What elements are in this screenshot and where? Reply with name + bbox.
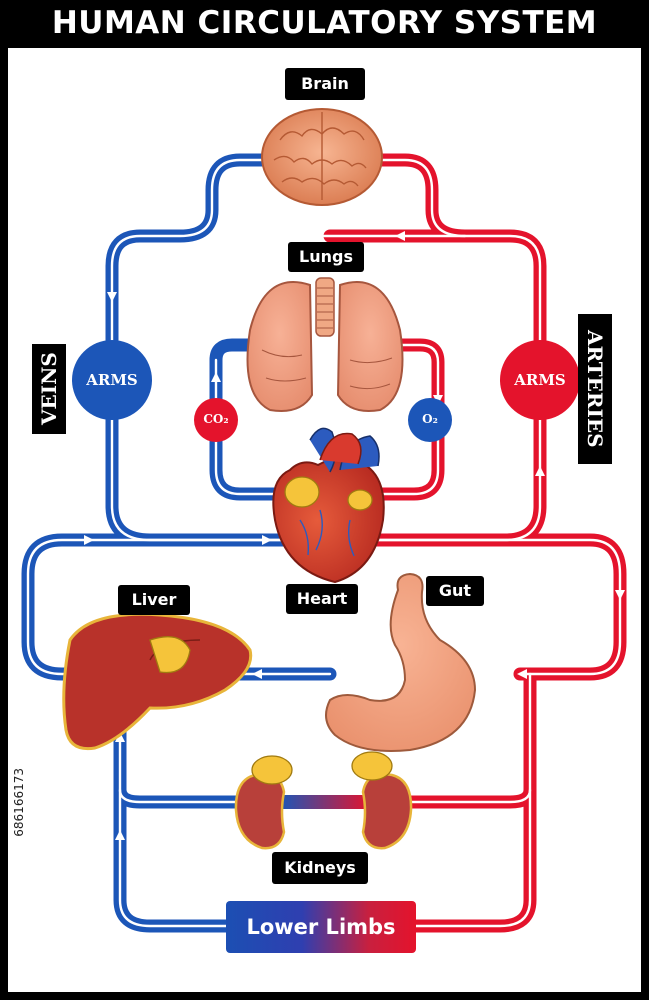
arrow-icon	[211, 372, 221, 382]
liver-label: Liver	[118, 585, 190, 615]
brain-illustration	[261, 108, 383, 206]
vein-lower-limbs	[113, 783, 233, 933]
gut-label: Gut	[426, 576, 484, 606]
arrow-icon	[517, 669, 527, 679]
arms-right-circle	[500, 340, 580, 420]
gut-illustration	[325, 572, 477, 752]
heart-illustration	[272, 427, 385, 584]
lungs-illustration	[246, 277, 404, 412]
lungs-label: Lungs	[288, 242, 364, 272]
o2-circle	[408, 398, 452, 442]
watermark-id: 686166173	[12, 768, 26, 837]
arrow-icon	[252, 669, 262, 679]
arms-right-text: ARMS	[514, 371, 566, 389]
kidneys-label: Kidneys	[272, 852, 368, 884]
arrow-icon	[615, 590, 625, 600]
arrow-icon	[115, 732, 125, 742]
brain-label: Brain	[285, 68, 365, 100]
arrow-icon	[226, 231, 236, 241]
arteries-label: ARTERIES	[578, 314, 612, 464]
arrow-icon	[262, 535, 272, 545]
circulatory-diagram	[21, 108, 627, 933]
heart-label: Heart	[286, 584, 358, 614]
arms-left-circle	[72, 340, 152, 420]
artery-lower-limbs	[409, 783, 537, 933]
arrow-icon	[84, 535, 94, 545]
veins-label: VEINS	[32, 344, 66, 434]
arms-left-text: ARMS	[86, 371, 138, 389]
co2-text: CO₂	[203, 412, 229, 426]
kidneys-illustration	[234, 751, 413, 850]
page-title: HUMAN CIRCULATORY SYSTEM	[51, 5, 598, 41]
arrow-icon	[107, 292, 117, 302]
o2-text: O₂	[422, 412, 438, 426]
flow-arrows	[84, 231, 625, 840]
vein-kidney-liver	[113, 723, 252, 809]
co2-circle	[194, 398, 238, 442]
arrow-icon	[115, 830, 125, 840]
arrow-icon	[535, 466, 545, 476]
vessel-highlights	[26, 158, 622, 928]
diagram-canvas: Brain Lungs Heart Liver Gut Kidneys VEIN…	[8, 48, 641, 992]
lower-limbs-label: Lower Limbs	[226, 901, 416, 953]
arrow-icon	[395, 231, 405, 241]
liver-illustration	[62, 612, 253, 751]
